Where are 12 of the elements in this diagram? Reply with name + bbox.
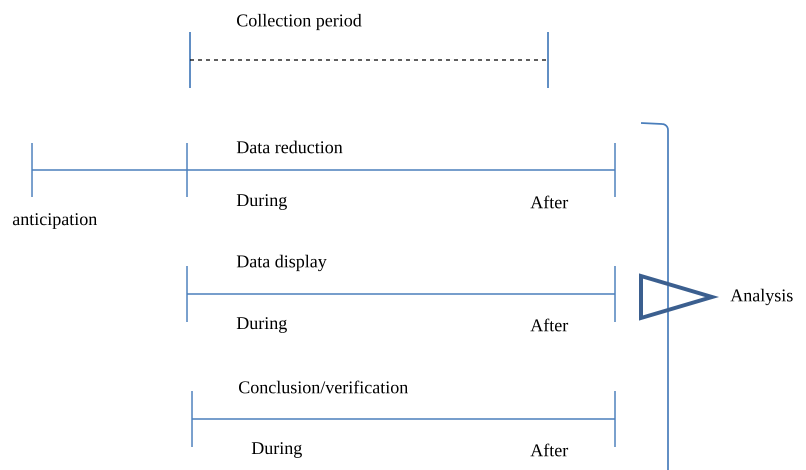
- text-label: Data display: [236, 254, 327, 272]
- text-label: After: [530, 196, 568, 208]
- text-label: Collection period: [237, 14, 362, 30]
- text-label: After: [530, 318, 568, 332]
- text-label: Conclusion/verification: [239, 380, 408, 394]
- text-label: After: [530, 444, 568, 456]
- text-label: During: [236, 317, 287, 333]
- text-label: anticipation: [12, 213, 97, 229]
- text-label: During: [236, 194, 287, 210]
- text-label: During: [252, 442, 302, 458]
- text-label: Analysis: [730, 288, 793, 306]
- text-label: Data reduction: [236, 140, 342, 154]
